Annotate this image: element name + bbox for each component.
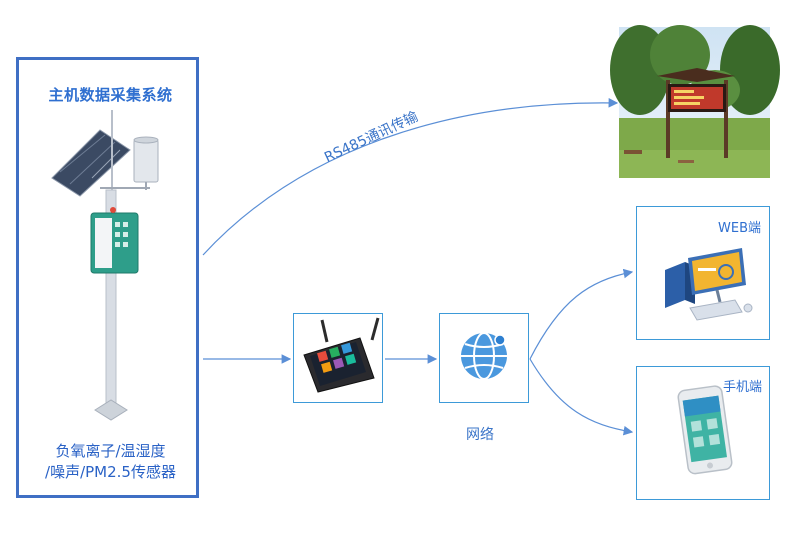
mobile-client-label: 手机端 xyxy=(723,380,763,395)
network-to-mobile-arrow xyxy=(529,358,634,436)
rs485-link xyxy=(202,98,619,256)
web-client-label: WEB端 xyxy=(718,221,761,236)
sensor-label-line1: 负氧离子/温湿度 xyxy=(55,442,166,460)
sensor-label-line2: /噪声/PM2.5传感器 xyxy=(45,463,176,481)
base-plate xyxy=(94,399,128,421)
main-system-title: 主机数据采集系统 xyxy=(48,86,173,104)
network-to-web-arrow xyxy=(529,268,634,360)
network-label: 网络 xyxy=(466,427,494,443)
